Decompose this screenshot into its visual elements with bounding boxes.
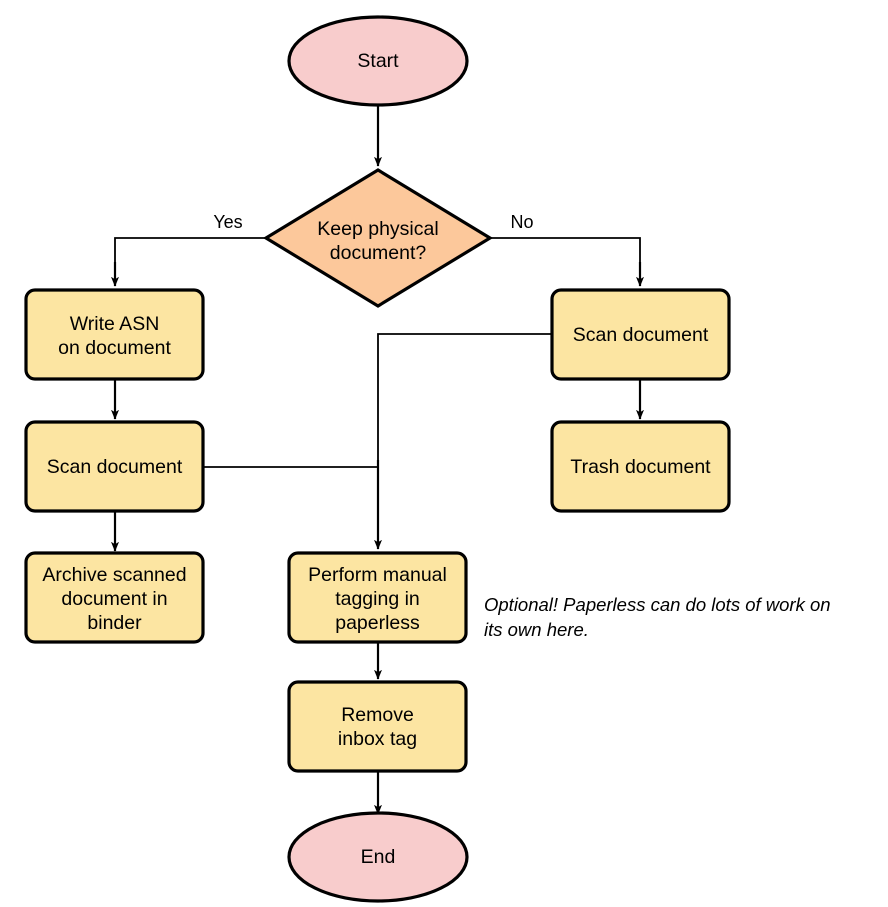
connector-decision-yes	[114, 237, 266, 282]
annotation-line1: Optional! Paperless can do lots of work …	[484, 594, 831, 615]
decision-label-line2: document?	[330, 242, 427, 264]
scan-document-left-box-shape	[24, 420, 205, 513]
end-label: End	[361, 846, 396, 868]
remove-inbox-label-line2: inbox tag	[338, 728, 417, 750]
trash-document-label: Trash document	[570, 456, 711, 478]
archive-label-line1: Archive scanned	[42, 564, 186, 586]
write-asn-label-line2: on document	[58, 337, 171, 359]
remove-inbox-box-shape	[287, 680, 468, 773]
trash-document-box-shape	[550, 420, 731, 513]
node-start[interactable]: Start	[287, 15, 469, 107]
annotation-line2: its own here.	[484, 619, 589, 640]
node-scan-document-right[interactable]: Scan document	[550, 288, 731, 381]
edge-label-yes: Yes	[213, 212, 242, 232]
connector-decision-no	[490, 237, 641, 282]
start-label: Start	[357, 50, 399, 72]
tagging-label-line1: Perform manual	[308, 564, 447, 586]
decision-diamond-shape	[262, 168, 494, 308]
write-asn-box-shape	[24, 288, 205, 381]
node-archive-scanned-document[interactable]: Archive scanned document in binder	[24, 551, 205, 644]
scan-document-left-label: Scan document	[47, 456, 183, 478]
node-write-asn[interactable]: Write ASN on document	[24, 288, 205, 381]
node-decision-keep-physical-document[interactable]: Keep physical document?	[262, 168, 494, 308]
remove-inbox-label-line1: Remove	[341, 704, 414, 726]
node-end[interactable]: End	[287, 811, 469, 903]
start-ellipse-shape	[287, 15, 469, 107]
node-perform-manual-tagging[interactable]: Perform manual tagging in paperless	[287, 551, 468, 644]
write-asn-label-line1: Write ASN	[70, 313, 160, 335]
node-scan-document-left[interactable]: Scan document	[24, 420, 205, 513]
scan-document-right-box-shape	[550, 288, 731, 381]
archive-label-line3: binder	[87, 612, 142, 634]
connector-scanright-to-tagging	[377, 333, 552, 520]
node-remove-inbox-tag[interactable]: Remove inbox tag	[287, 680, 468, 773]
annotation-optional-note: Optional! Paperless can do lots of work …	[484, 594, 831, 640]
edge-label-no: No	[510, 212, 533, 232]
tagging-label-line2: tagging in	[335, 588, 420, 610]
node-trash-document[interactable]: Trash document	[550, 420, 731, 513]
tagging-box-shape	[287, 551, 468, 644]
archive-label-line2: document in	[61, 588, 167, 610]
archive-box-shape	[24, 551, 205, 644]
decision-label-line1: Keep physical	[317, 218, 438, 240]
tagging-label-line3: paperless	[335, 612, 420, 634]
end-ellipse-shape	[287, 811, 469, 903]
scan-document-right-label: Scan document	[573, 324, 709, 346]
